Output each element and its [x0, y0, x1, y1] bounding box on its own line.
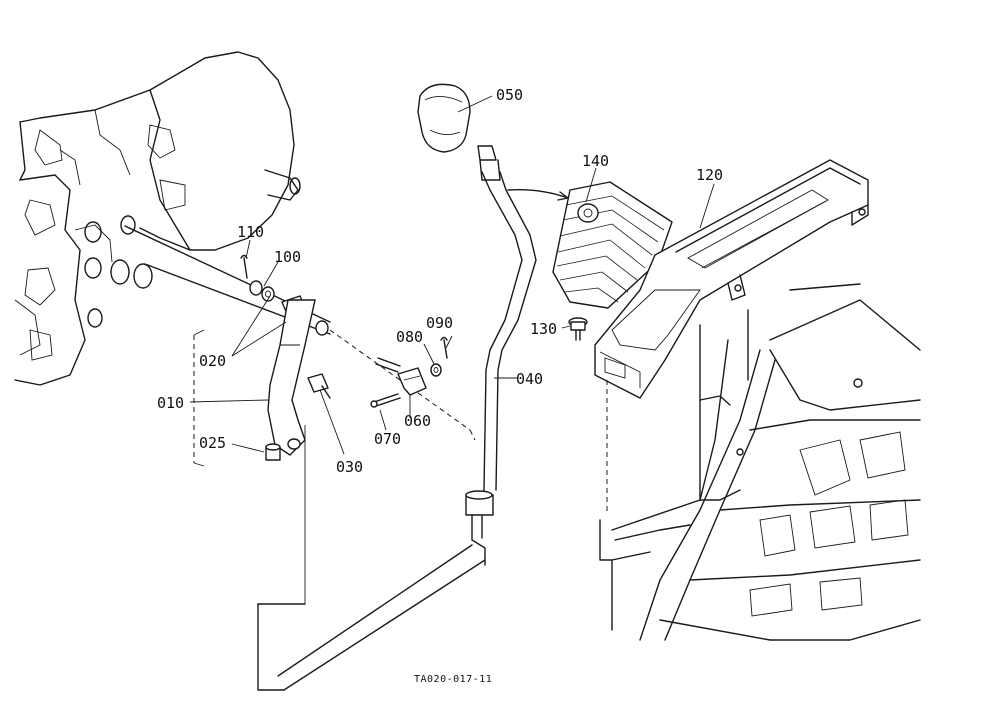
part-110-pin: [240, 254, 248, 279]
part-070-pin: [370, 393, 401, 408]
part-120-cover-plate: [594, 159, 869, 399]
callout-100: 100: [274, 248, 301, 266]
part-100-collar: [249, 280, 275, 302]
part-130-bolt: [568, 317, 608, 515]
callout-030: 030: [336, 458, 363, 476]
callout-040: 040: [516, 370, 543, 388]
part-025-nut: [265, 443, 281, 461]
part-010-shift-arm: [193, 299, 316, 467]
callout-070: 070: [374, 430, 401, 448]
callout-050: 050: [496, 86, 523, 104]
part-link-rod: [375, 357, 401, 373]
part-080-washer: [430, 363, 442, 377]
part-140-shift-boot: [507, 181, 673, 309]
drawing-code: TA020-017-11: [414, 674, 492, 685]
callout-020: 020: [199, 352, 226, 370]
part-060-clevis: [397, 367, 427, 396]
callout-120: 120: [696, 166, 723, 184]
callout-080: 080: [396, 328, 423, 346]
part-090-cotter-pin: [440, 336, 448, 359]
transmission-housing: [14, 51, 301, 386]
callout-060: 060: [404, 412, 431, 430]
callout-025: 025: [199, 434, 226, 452]
part-040-shift-lever: [257, 145, 537, 691]
callout-010: 010: [157, 394, 184, 412]
part-050-shift-knob: [417, 83, 471, 153]
callout-130: 130: [530, 320, 557, 338]
callout-110: 110: [237, 223, 264, 241]
callout-090: 090: [426, 314, 453, 332]
part-030-bolt: [307, 373, 331, 399]
callout-labels: 050 140 120 110 100 020 010 025 030 040 …: [157, 86, 723, 685]
tractor-body: [599, 283, 921, 641]
leader-lines: [189, 95, 715, 455]
callout-140: 140: [582, 152, 609, 170]
